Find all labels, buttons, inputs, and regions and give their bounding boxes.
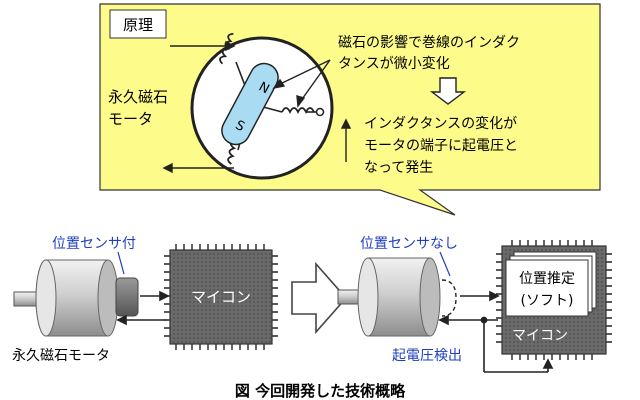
- sensor-attached-label: 位置センサ付: [52, 236, 136, 252]
- motor-type-label-2: モータ: [108, 110, 153, 128]
- result-text-3: なって発生: [364, 160, 433, 176]
- left-mcu-label: マイコン: [191, 288, 251, 306]
- pointer-lines: [272, 59, 352, 162]
- left-motor: [35, 259, 119, 337]
- motor-cross-section: N S: [190, 32, 334, 180]
- left-mcu-chip: マイコン: [164, 244, 278, 350]
- transition-arrow-icon: [291, 261, 348, 335]
- right-system: 位置センサなし 位置推定 (ソフト) マイコン: [337, 236, 612, 373]
- software-box: [505, 259, 589, 317]
- emf-detect-label: 起電圧検出: [392, 348, 462, 364]
- current-arrows: [162, 40, 236, 174]
- result-text-1: インダクタンスの変化が: [364, 115, 517, 132]
- right-motor: [357, 257, 441, 337]
- permanent-magnet: [221, 62, 279, 146]
- sensorless-label: 位置センサなし: [360, 236, 458, 252]
- figure-caption: 図 今回開発した技術概略: [235, 382, 406, 400]
- left-connections: [116, 290, 170, 326]
- right-mcu-chip: 位置推定 (ソフト) マイコン: [496, 240, 612, 360]
- result-text-2: モータの端子に起電圧と: [364, 138, 518, 154]
- right-mcu-label: マイコン: [512, 328, 568, 344]
- left-motor-label: 永久磁石モータ: [12, 348, 110, 364]
- estimate-line-1: 位置推定: [519, 271, 575, 287]
- right-connections: [438, 290, 554, 373]
- position-sensor: [115, 277, 139, 317]
- down-hollow-arrow-icon: [429, 77, 467, 105]
- motor-type-label-1: 永久磁石: [108, 88, 168, 106]
- removed-sensor-outline: [441, 279, 457, 317]
- effect-text-2: タンスが微小変化: [338, 55, 450, 72]
- coil-right: [281, 107, 315, 115]
- principle-heading: 原理: [123, 16, 153, 34]
- principle-callout: 原理 N S 永久磁石 モータ: [99, 3, 601, 216]
- effect-text-1: 磁石の影響で巻線のインダク: [338, 34, 520, 51]
- principle-heading-box: [109, 9, 167, 39]
- terminal: [315, 107, 325, 117]
- left-system: 位置センサ付 永久磁石モータ マイコン: [12, 236, 278, 364]
- estimate-line-2: (ソフト): [521, 293, 574, 309]
